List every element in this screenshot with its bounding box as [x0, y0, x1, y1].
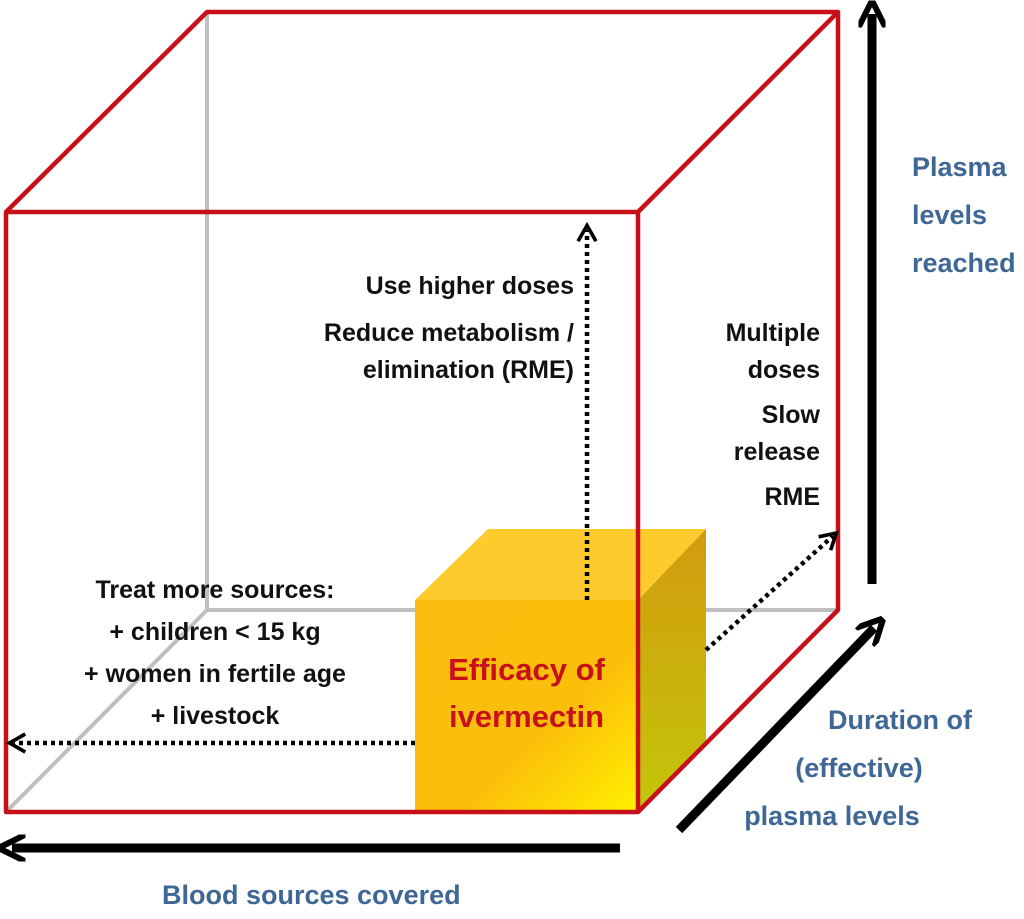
horizontal-axis-label: Blood sources covered	[162, 880, 461, 910]
reduce-metabolism-line-1: Reduce metabolism /	[323, 319, 574, 347]
vertical-axis-line-2: levels	[912, 200, 988, 230]
slow-release-line-1: Slow	[761, 401, 820, 429]
depth-axis-line-2: (effective)	[795, 753, 923, 783]
depth-axis-line-1: Duration of	[828, 705, 972, 735]
efficacy-line-2: ivermectin	[448, 699, 605, 734]
cube-front-face	[3, 209, 641, 815]
rme-label: RME	[764, 483, 820, 511]
more-sources-labels: Treat more sources: + children < 15 kg +…	[40, 569, 390, 737]
vertical-axis-line-3: reached	[912, 248, 1016, 278]
efficacy-line-1: Efficacy of	[448, 652, 605, 687]
axis-arrow-depth	[675, 628, 874, 834]
women-label: + women in fertile age	[84, 660, 346, 688]
livestock-label: + livestock	[150, 702, 280, 730]
slow-release-line-2: release	[733, 438, 820, 466]
block-side-face	[638, 529, 706, 812]
depth-axis-line-3: plasma levels	[744, 801, 920, 831]
higher-doses-label: Use higher doses	[365, 272, 574, 300]
depth-axis-label: Duration of (effective) plasma levels	[700, 696, 1000, 840]
efficacy-block	[415, 529, 706, 812]
vertical-axis-line-1: Plasma	[912, 152, 1007, 182]
reduce-metabolism-label: Reduce metabolism / elimination (RME)	[280, 315, 574, 389]
cube-right-edges	[636, 12, 841, 814]
reduce-metabolism-line-2: elimination (RME)	[362, 356, 574, 384]
efficacy-label: Efficacy of ivermectin	[415, 646, 638, 740]
cube-top-back-edges	[4, 9, 841, 214]
multiple-doses-line-1: Multiple	[725, 319, 820, 347]
block-front-face	[415, 600, 638, 812]
multiple-doses-line-2: doses	[747, 356, 820, 384]
hidden-edge-depth	[4, 608, 209, 814]
children-label: + children < 15 kg	[109, 618, 321, 646]
vertical-axis-label: Plasma levels reached	[912, 143, 1024, 287]
dotted-arrows	[5, 221, 840, 754]
depth-labels: Multiple doses Slow release RME	[660, 315, 820, 516]
cube-edges	[3, 9, 841, 815]
treat-more-sources: Treat more sources:	[95, 576, 335, 604]
block-top-face	[415, 529, 706, 600]
axis-arrows	[12, 14, 874, 848]
